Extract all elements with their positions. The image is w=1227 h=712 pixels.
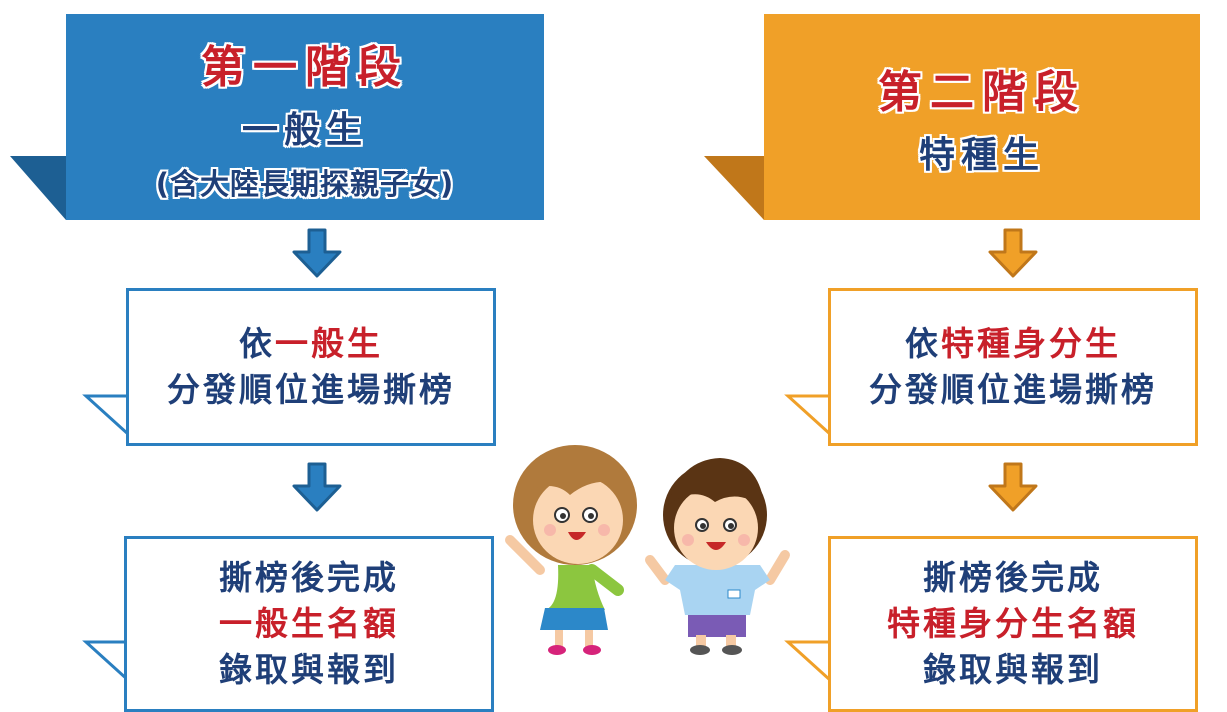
step2-line3: 錄取與報到 [219, 650, 399, 689]
banner-fold-right [704, 156, 764, 220]
step1-prefix: 依 [239, 324, 275, 363]
stage2-subtitle: 特種生 [918, 135, 1045, 176]
box-fold-left-2 [82, 640, 130, 682]
box-fold-right-2 [784, 640, 832, 682]
kids-illustration [505, 445, 790, 655]
step1-highlight: 特種身分生 [941, 324, 1121, 363]
step1-highlight: 一般生 [275, 324, 383, 363]
stage2-step1-box: 依特種身分生 分發順位進場撕榜 [828, 288, 1198, 446]
box-fold-right-1 [784, 394, 832, 436]
stage1-step2-box: 撕榜後完成 一般生名額 錄取與報到 [124, 536, 494, 712]
stage1-subtitle: 一般生 [241, 110, 368, 151]
stage1-banner: 第一階段 一般生 (含大陸長期探親子女) [66, 14, 544, 220]
step1-line2: 分發順位進場撕榜 [167, 370, 455, 409]
step2-line1: 撕榜後完成 [219, 558, 399, 597]
down-arrow-icon [292, 462, 342, 512]
stage2-banner: 第二階段 特種生 [764, 14, 1200, 220]
step2-highlight: 特種身分生名額 [887, 604, 1139, 643]
stage1-note: (含大陸長期探親子女) [155, 167, 455, 201]
down-arrow-icon [988, 228, 1038, 278]
box-fold-left-1 [82, 394, 130, 436]
step1-line2: 分發順位進場撕榜 [869, 370, 1157, 409]
stage2-title: 第二階段 [878, 67, 1086, 118]
step2-highlight: 一般生名額 [219, 604, 399, 643]
banner-fold-left [10, 156, 66, 220]
stage1-step1-box: 依一般生 分發順位進場撕榜 [126, 288, 496, 446]
stage1-title: 第一階段 [201, 42, 409, 93]
down-arrow-icon [988, 462, 1038, 512]
step2-line3: 錄取與報到 [923, 650, 1103, 689]
down-arrow-icon [292, 228, 342, 278]
stage2-step2-box: 撕榜後完成 特種身分生名額 錄取與報到 [828, 536, 1198, 712]
step2-line1: 撕榜後完成 [923, 558, 1103, 597]
girl-figure [505, 445, 637, 655]
boy-figure [645, 458, 790, 655]
step1-prefix: 依 [905, 324, 941, 363]
